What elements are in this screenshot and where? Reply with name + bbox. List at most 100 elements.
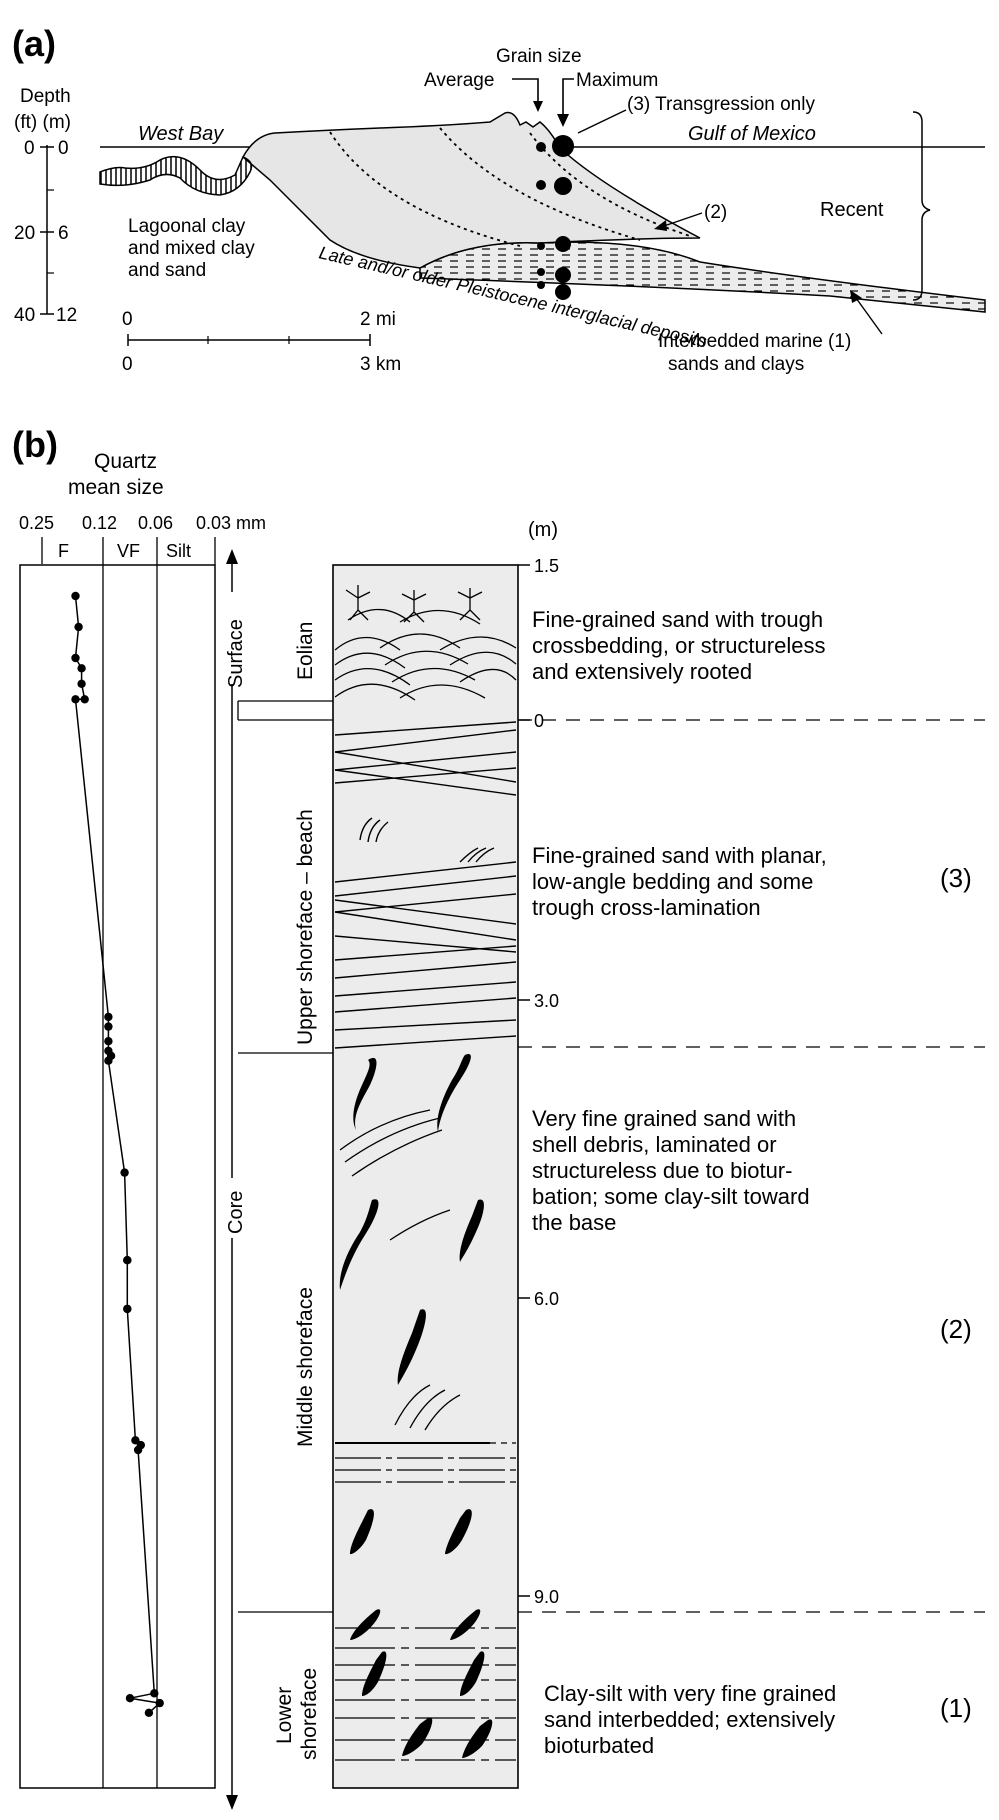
interbedded-leader	[855, 297, 883, 335]
desc-line: Very fine grained sand with	[532, 1106, 796, 1131]
desc-line: trough cross-lamination	[532, 895, 761, 920]
avg-dot	[536, 142, 546, 152]
quartz-size-point	[80, 695, 89, 704]
size-tick-006: 0.06	[138, 513, 173, 533]
quartz-size-point	[123, 1304, 132, 1314]
core-column	[332, 564, 519, 1789]
lagoonal-line2: and mixed clay	[128, 238, 255, 259]
average-arrowhead	[533, 101, 543, 112]
desc-line: Fine-grained sand with planar,	[532, 843, 827, 868]
desc-line: bioturbated	[544, 1733, 654, 1758]
eolian-crossbeds	[334, 585, 517, 701]
quartz-size-point	[131, 1436, 140, 1445]
quartz-plot-frame	[19, 564, 216, 1789]
desc-upper: Fine-grained sand with planar, low-angle…	[532, 843, 827, 920]
size-tick-025: 0.25	[19, 513, 54, 533]
depth-ft-40: 40	[14, 305, 35, 326]
facies-middle-shoreface: Middle shoreface	[294, 1287, 317, 1447]
quartz-size-point	[125, 1694, 135, 1703]
maximum-arrow	[562, 78, 574, 118]
class-f: F	[58, 541, 69, 561]
quartz-title-1: Quartz	[94, 450, 157, 473]
scale-km-3: 3 km	[360, 354, 401, 375]
depth-units: (ft) (m)	[14, 112, 71, 133]
size-tick-003: 0.03 mm	[196, 513, 266, 533]
quartz-size-point	[133, 1445, 143, 1455]
gulf-label: Gulf of Mexico	[688, 123, 816, 145]
max-dot	[555, 236, 571, 252]
panel-b: (b) Quartz mean size 0.25 0.12 0.06 0.03…	[12, 424, 985, 1810]
lower-shoreface-burrows	[350, 1609, 493, 1758]
panel-b-label: (b)	[12, 424, 58, 465]
class-vf: VF	[117, 541, 140, 561]
grain-size-label: Grain size	[496, 46, 582, 67]
depth-tick-3: 3.0	[534, 991, 559, 1011]
desc-line: low-angle bedding and some	[532, 869, 813, 894]
transgression-label: (3) Transgression only	[627, 94, 815, 115]
depth-tick-9: 9.0	[534, 1587, 559, 1607]
size-tick-012: 0.12	[82, 513, 117, 533]
avg-dot	[537, 242, 545, 250]
surface-label: Surface	[225, 619, 247, 688]
recent-label: Recent	[820, 199, 884, 221]
unit-3: (3)	[940, 863, 972, 893]
quartz-size-point	[144, 1708, 154, 1718]
interbedded-arrowhead	[850, 290, 862, 303]
quartz-size-point	[104, 1037, 113, 1046]
desc-eolian: Fine-grained sand with trough crossbeddi…	[532, 607, 825, 684]
quartz-size-point	[74, 622, 83, 632]
max-dot	[552, 135, 574, 157]
scale-mi-0: 0	[122, 309, 133, 330]
transgression-leader	[577, 109, 627, 134]
desc-line: the base	[532, 1210, 616, 1235]
barrier-dashed-2	[439, 127, 641, 241]
quartz-size-point	[104, 1056, 113, 1065]
interbedded-pattern	[420, 242, 985, 312]
unit-2: (2)	[940, 1314, 972, 1344]
arrow-up-head	[226, 549, 238, 564]
lagoonal-line1: Lagoonal clay	[128, 216, 246, 237]
facies-eolian: Eolian	[294, 622, 317, 680]
interbedded-line2: sands and clays	[668, 354, 804, 375]
desc-line: Fine-grained sand with trough	[532, 607, 823, 632]
unit-1: (1)	[940, 1693, 972, 1723]
scale-mi-2: 2 mi	[360, 309, 396, 330]
maximum-label: Maximum	[576, 70, 658, 91]
depth-title: Depth	[20, 86, 71, 107]
facies-lower-shoreface-1: Lower	[273, 1687, 296, 1744]
max-dot	[555, 284, 571, 300]
avg-dot	[537, 281, 545, 289]
quartz-size-series	[71, 591, 164, 1718]
quartz-size-point	[150, 1689, 159, 1698]
depth-m-6: 6	[58, 223, 69, 244]
depth-tick-6: 6.0	[534, 1289, 559, 1309]
column-unit: (m)	[528, 519, 558, 541]
max-dot	[554, 177, 572, 195]
desc-middle: Very fine grained sand with shell debris…	[532, 1106, 810, 1235]
max-dot	[555, 267, 571, 283]
depth-ft-20: 20	[14, 223, 35, 244]
lagoonal-line3: and sand	[128, 260, 206, 281]
core-label: Core	[225, 1191, 247, 1234]
quartz-size-point	[104, 1022, 113, 1031]
quartz-size-point	[123, 1256, 132, 1265]
desc-line: sand interbedded; extensively	[544, 1707, 835, 1732]
label-2-leader	[663, 212, 703, 227]
depth-tick-1-5: 1.5	[534, 556, 559, 576]
desc-lower: Clay-silt with very fine grained sand in…	[544, 1681, 836, 1758]
quartz-title-2: mean size	[68, 476, 164, 499]
quartz-size-point	[71, 695, 80, 704]
depth-m-0: 0	[58, 138, 69, 159]
surface-mask	[220, 592, 244, 684]
scale-km-0: 0	[122, 354, 133, 375]
facies-lower-shoreface-2: shoreface	[298, 1668, 321, 1760]
panel-a: (a) Depth (ft) (m) 0 0 20 6 40 12	[12, 23, 986, 375]
quartz-size-point	[120, 1168, 129, 1177]
panel-a-label: (a)	[12, 23, 56, 64]
class-silt: Silt	[166, 541, 191, 561]
desc-line: and extensively rooted	[532, 659, 752, 684]
core-mask	[220, 1178, 244, 1238]
desc-line: crossbedding, or structureless	[532, 633, 825, 658]
quartz-size-point	[71, 653, 80, 663]
middle-shoreface-laminae	[339, 1109, 461, 1431]
